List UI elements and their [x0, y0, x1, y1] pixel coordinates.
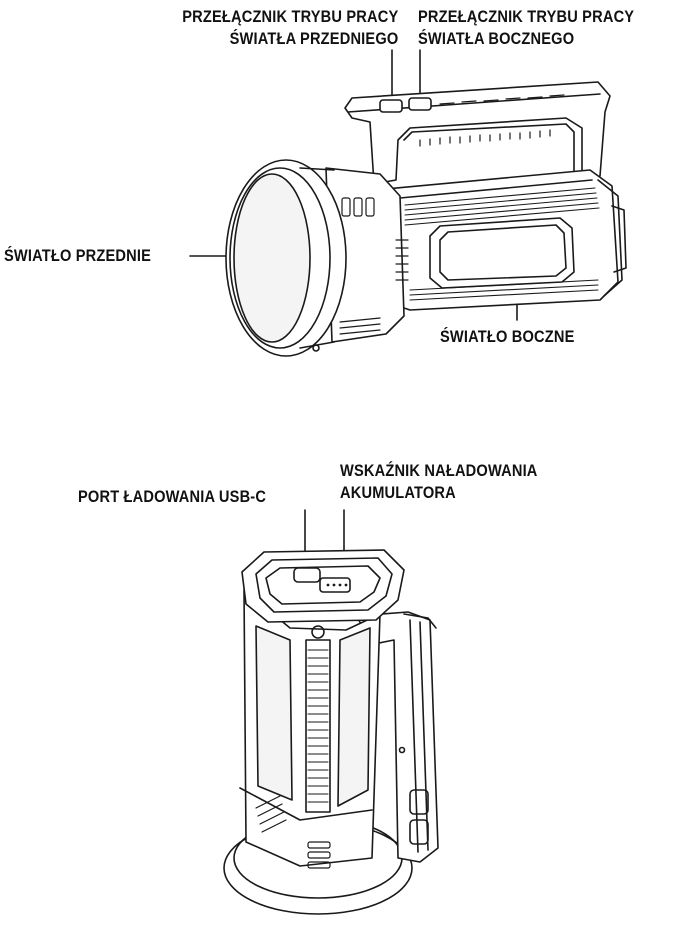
side-switch-button [408, 97, 432, 111]
usb-port-label: PORT ŁADOWANIA USB-C [78, 486, 266, 508]
front-switch-label: PRZEŁĄCZNIK TRYBU PRACY ŚWIATŁA PRZEDNIE… [182, 6, 398, 50]
lantern-perspective-view [223, 549, 439, 915]
handle-ridge-2 [419, 621, 429, 851]
charge-indicator-label-line2: AKUMULATORA [340, 483, 456, 502]
handle-screw [398, 746, 406, 754]
front-rib-strip [305, 639, 331, 813]
handle-cap [403, 613, 437, 629]
front-switch-label-line1: PRZEŁĄCZNIK TRYBU PRACY [181, 7, 398, 26]
rib-lines [307, 649, 329, 803]
charge-indicator-dots [326, 583, 348, 587]
handle-inner [403, 123, 575, 179]
side-switch-label-line2: ŚWIATŁA BOCZNEGO [418, 29, 575, 48]
collar-vents [339, 197, 409, 335]
lanyard-loop [312, 344, 320, 352]
front-light-label: ŚWIATŁO PRZEDNIE [4, 245, 151, 267]
handle-button-2 [409, 819, 429, 845]
side-light-label: ŚWIATŁO BOCZNE [440, 326, 575, 348]
side-light-panel-right [337, 627, 371, 807]
body-top-ribs [404, 187, 600, 226]
charge-indicator-label-line1: WSKAŹNIK NAŁADOWANIA [340, 461, 538, 480]
side-switch-label: PRZEŁĄCZNIK TRYBU PRACY ŚWIATŁA BOCZNEGO [418, 6, 634, 50]
rear-cap [597, 179, 623, 297]
charge-indicator-label: WSKAŹNIK NAŁADOWANIA AKUMULATORA [340, 460, 538, 504]
side-light-panel-left [255, 625, 293, 801]
front-switch-label-line2: ŚWIATŁA PRZEDNIEGO [229, 29, 398, 48]
handle-button-1 [409, 789, 429, 815]
side-light-lens [439, 224, 567, 281]
usb-port-label-text: PORT ŁADOWANIA USB-C [78, 487, 267, 506]
front-light-lens [233, 173, 311, 343]
side-handle [355, 611, 439, 863]
front-hole [311, 625, 325, 639]
rear-cap-detail [611, 205, 627, 273]
handle-frame [344, 81, 611, 185]
handle-grip-ribs [419, 94, 565, 147]
lower-vents [255, 795, 331, 869]
top-cap-inner [255, 557, 393, 613]
side-light-label-text: ŚWIATŁO BOCZNE [440, 327, 575, 346]
body-lower-band [239, 787, 373, 821]
front-switch-button [379, 99, 403, 113]
body-top-band [399, 179, 593, 199]
lantern-side-view [225, 81, 627, 357]
usb-c-port [293, 567, 321, 583]
side-switch-label-line1: PRZEŁĄCZNIK TRYBU PRACY [418, 7, 635, 26]
front-light-label-text: ŚWIATŁO PRZEDNIE [4, 246, 152, 265]
side-light-panel [429, 217, 575, 289]
